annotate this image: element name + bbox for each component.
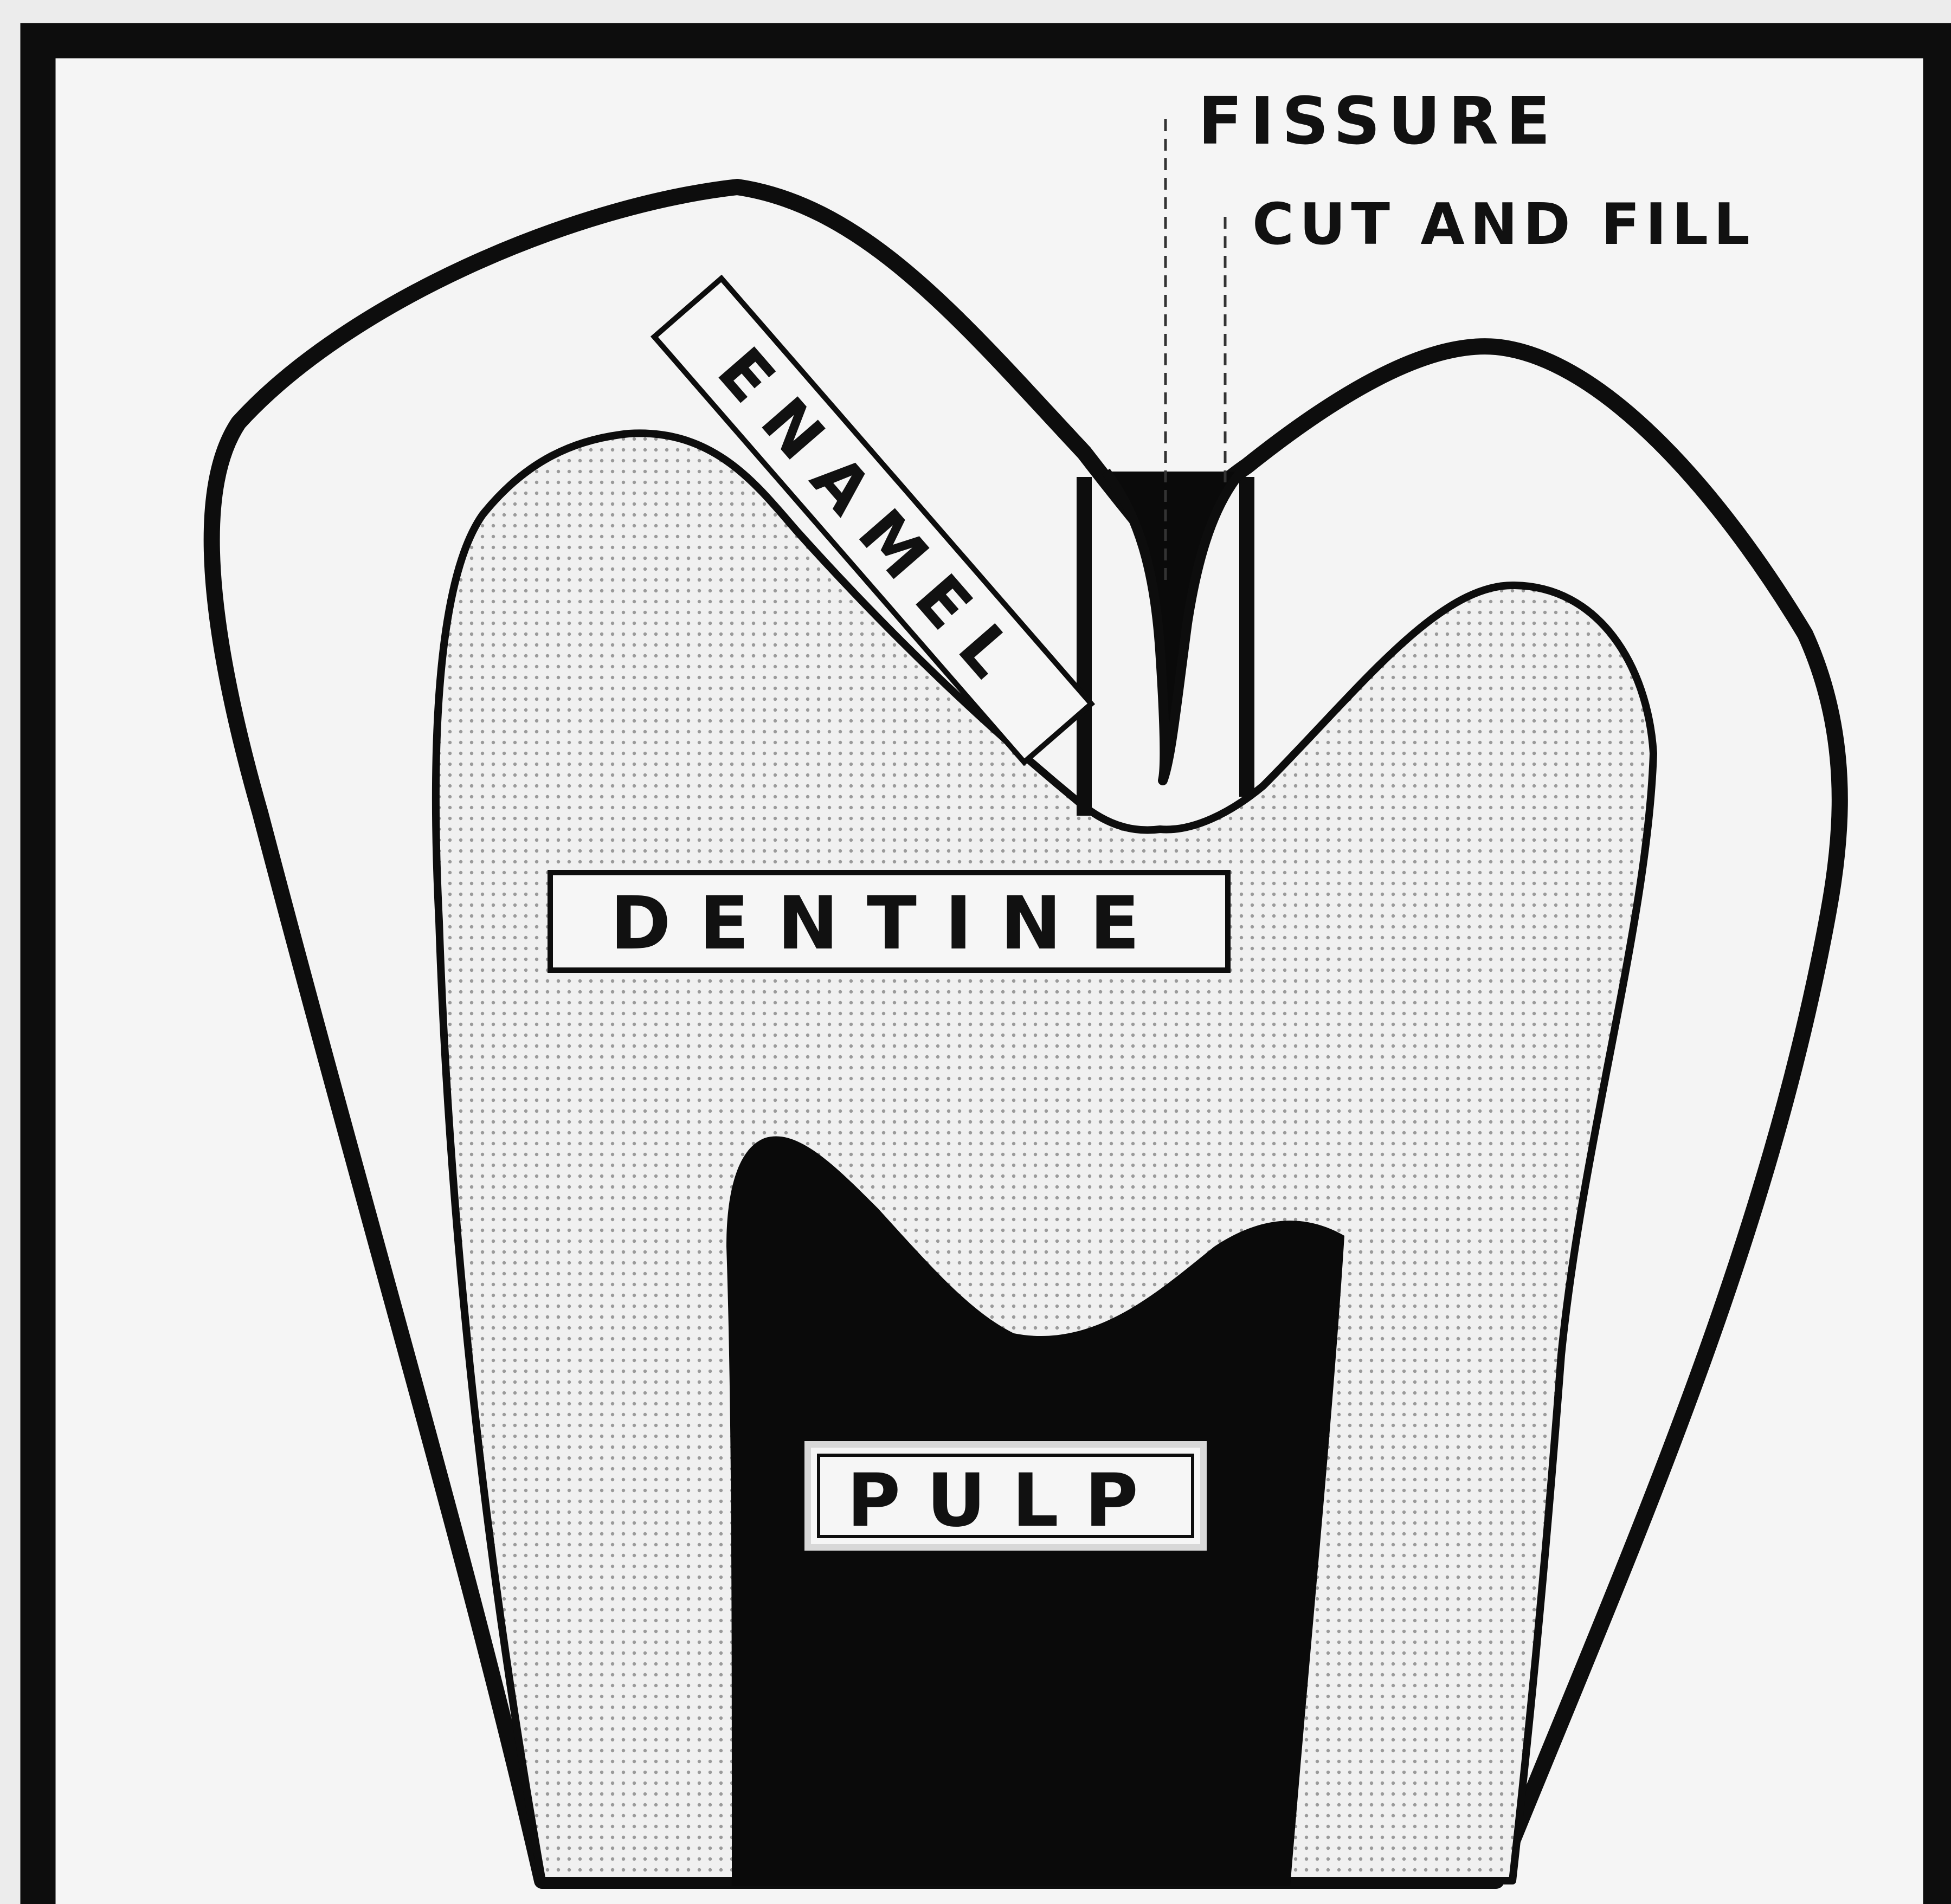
fissure-label: FISSURE [1198, 84, 1558, 159]
dentine-label: DENTINE [610, 881, 1168, 966]
dentine-label-group: DENTINE [550, 873, 1228, 970]
pulp-label-group: PULP [808, 1444, 1203, 1547]
cut-and-fill-label: CUT AND FILL [1252, 191, 1755, 257]
pulp-label: PULP [847, 1458, 1164, 1543]
